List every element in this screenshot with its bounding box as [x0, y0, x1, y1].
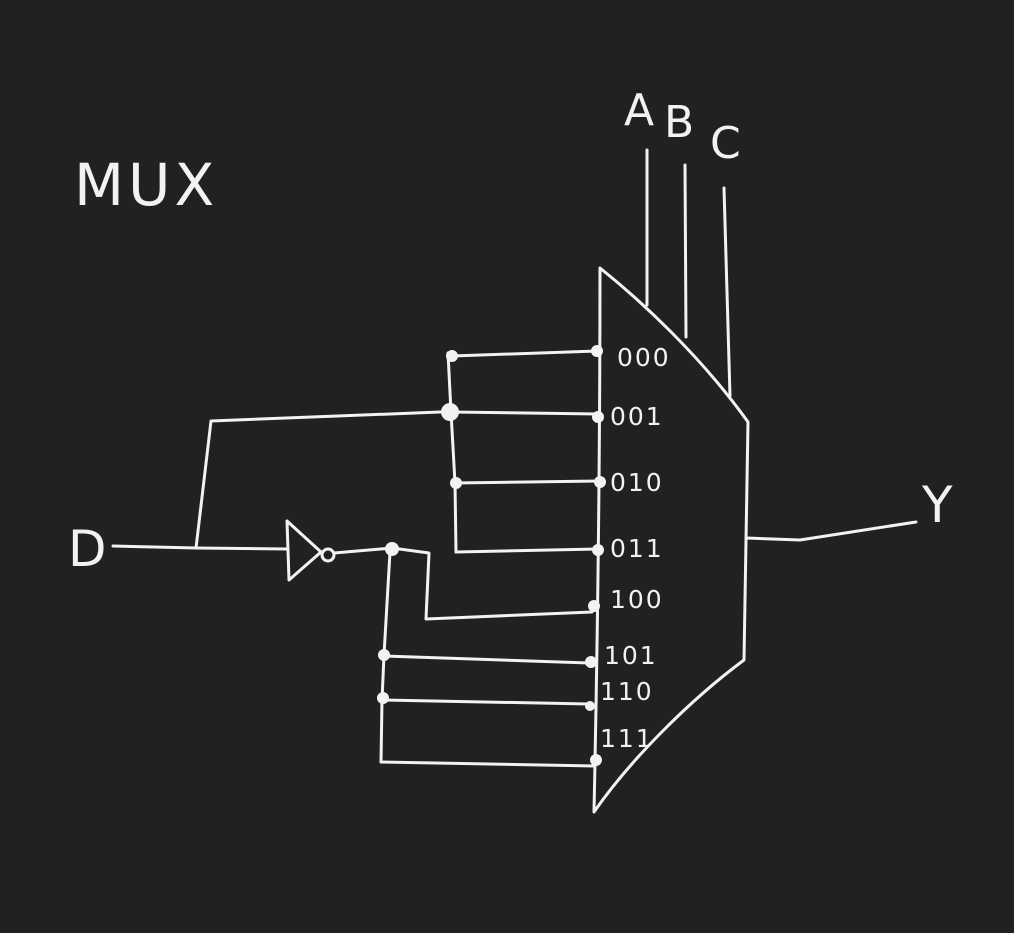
junction-dot	[385, 542, 399, 556]
wire-d-not-out	[332, 546, 394, 555]
port-dot	[588, 600, 600, 612]
input-code-100: 100	[610, 585, 664, 614]
port-dot	[592, 544, 604, 556]
wire-101	[382, 654, 591, 665]
junction-dot	[446, 350, 458, 362]
junction-dot	[377, 692, 389, 704]
wire-110	[381, 698, 591, 706]
select-line-c	[722, 186, 732, 398]
junction-dot	[450, 477, 462, 489]
select-label-c: C	[710, 118, 741, 169]
select-label-b: B	[664, 97, 694, 148]
not-gate	[285, 519, 323, 582]
bus-not-d	[379, 550, 392, 764]
wire-011	[454, 547, 600, 554]
input-code-000: 000	[617, 343, 671, 372]
wire-111	[379, 760, 597, 768]
wire-000	[450, 349, 599, 358]
select-line-b	[683, 163, 688, 339]
wire-d-direct	[194, 410, 452, 550]
wire-001	[449, 410, 600, 416]
output-label-y: Y	[921, 476, 953, 534]
input-code-111: 111	[600, 724, 654, 753]
input-code-010: 010	[610, 468, 664, 497]
input-code-101: 101	[604, 641, 658, 670]
input-code-011: 011	[610, 534, 664, 563]
port-dot	[594, 476, 606, 488]
input-code-001: 001	[610, 402, 664, 431]
junction-dot	[441, 403, 459, 421]
port-dot	[591, 345, 603, 357]
input-code-110: 110	[600, 677, 654, 706]
input-wire-d	[111, 544, 289, 551]
port-dot	[585, 701, 595, 711]
port-dot	[590, 754, 602, 766]
wire-100	[390, 546, 594, 621]
wire-010	[453, 479, 601, 485]
output-wire-y	[744, 520, 918, 542]
diagram-title: MUX	[74, 151, 218, 219]
bus-d	[446, 351, 458, 554]
input-label-d: D	[68, 520, 107, 578]
select-label-a: A	[624, 85, 654, 136]
junction-dot	[378, 649, 390, 661]
port-dot	[585, 656, 597, 668]
mux-body	[592, 266, 750, 814]
port-dot	[592, 411, 604, 423]
not-gate-bubble	[320, 547, 336, 563]
